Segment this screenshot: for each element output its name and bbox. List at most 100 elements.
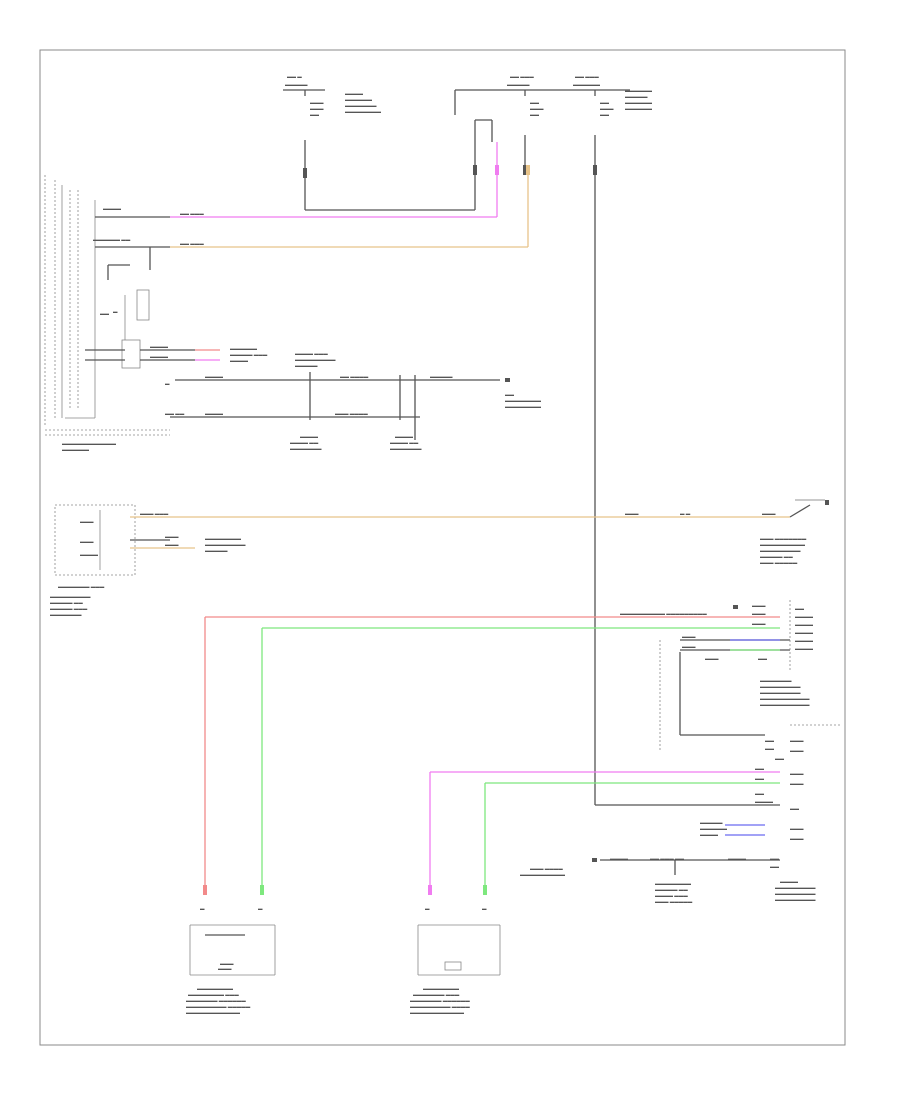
- svg-text:▬▬▬▬: ▬▬▬▬: [728, 856, 747, 861]
- svg-text:▬▬: ▬▬: [310, 112, 320, 117]
- svg-text:▬▬▬▬: ▬▬▬▬: [150, 354, 169, 359]
- svg-text:▬▬▬ ▬▬▬▬▬▬▬: ▬▬▬ ▬▬▬▬▬▬▬: [760, 536, 807, 541]
- svg-text:▬▬▬▬▬▬▬▬ ▬▬▬: ▬▬▬▬▬▬▬▬ ▬▬▬: [188, 992, 239, 997]
- svg-text:▬▬▬▬▬▬▬▬: ▬▬▬▬▬▬▬▬: [505, 398, 542, 403]
- svg-text:▬▬▬▬▬▬▬▬▬▬▬▬: ▬▬▬▬▬▬▬▬▬▬▬▬: [62, 441, 117, 446]
- svg-text:▬▬▬▬▬: ▬▬▬▬▬: [700, 820, 723, 825]
- svg-text:▬▬▬▬: ▬▬▬▬: [795, 646, 814, 651]
- svg-text:▬▬: ▬▬: [758, 656, 768, 661]
- svg-text:▬▬▬▬: ▬▬▬▬: [795, 638, 814, 643]
- svg-text:▬▬▬▬▬ ▬▬▬: ▬▬▬▬▬ ▬▬▬: [230, 352, 268, 357]
- svg-text:▬▬▬▬▬▬▬▬▬▬▬: ▬▬▬▬▬▬▬▬▬▬▬: [760, 696, 810, 701]
- svg-text:▬▬▬▬: ▬▬▬▬: [80, 552, 99, 557]
- svg-text:▬▬ ▬▬: ▬▬ ▬▬: [165, 411, 185, 416]
- svg-text:▬▬▬▬▬▬▬▬▬▬: ▬▬▬▬▬▬▬▬▬▬: [520, 872, 566, 877]
- svg-text:▬▬▬: ▬▬▬: [762, 511, 776, 516]
- svg-text:▬▬▬ ▬▬▬▬▬: ▬▬▬ ▬▬▬▬▬: [760, 560, 798, 565]
- svg-text:▬▬▬▬▬ ▬▬▬: ▬▬▬▬▬ ▬▬▬: [50, 606, 88, 611]
- svg-text:▬▬: ▬▬: [795, 606, 805, 611]
- svg-text:▬▬▬▬: ▬▬▬▬: [300, 434, 319, 439]
- svg-text:▬▬▬▬▬ ▬▬: ▬▬▬▬▬ ▬▬: [50, 600, 83, 605]
- svg-text:▬▬▬: ▬▬▬: [790, 748, 804, 753]
- svg-text:▬▬▬▬▬▬: ▬▬▬▬▬▬: [625, 106, 653, 111]
- svg-text:▬▬▬▬ ▬▬: ▬▬▬▬ ▬▬: [290, 440, 319, 445]
- svg-text:▬▬▬▬▬▬▬▬▬: ▬▬▬▬▬▬▬▬▬: [760, 548, 801, 553]
- svg-text:▬▬▬: ▬▬▬: [752, 603, 766, 608]
- svg-text:▬▬▬: ▬▬▬: [752, 621, 766, 626]
- svg-text:▬▬▬: ▬▬▬: [790, 781, 804, 786]
- svg-text:▬▬▬ ▬▬▬: ▬▬▬ ▬▬▬: [140, 511, 169, 516]
- svg-text:▬▬: ▬▬: [765, 738, 775, 743]
- svg-text:▬▬▬▬▬▬▬▬▬: ▬▬▬▬▬▬▬▬▬: [760, 684, 801, 689]
- svg-text:▬▬▬: ▬▬▬: [790, 738, 804, 743]
- occupant-detection-ecu: ▬▬ ▬▬▬▬ ▬▬▬▬ ▬▬▬▬ ▬▬▬▬ ▬▬▬▬ ▬▬▬▬▬▬▬ ▬▬▬▬…: [659, 600, 840, 750]
- svg-text:▬▬▬▬: ▬▬▬▬: [395, 434, 414, 439]
- svg-text:▬▬ ▬▬▬: ▬▬ ▬▬▬: [180, 241, 204, 246]
- svg-text:▬▬▬▬: ▬▬▬▬: [610, 856, 629, 861]
- svg-text:▬▬▬▬▬: ▬▬▬▬▬: [205, 548, 228, 553]
- svg-text:▬▬▬▬: ▬▬▬▬: [103, 206, 122, 211]
- svg-text:▬▬▬▬▬▬▬: ▬▬▬▬▬▬▬: [760, 678, 792, 683]
- svg-text:▬▬▬▬▬▬▬▬▬: ▬▬▬▬▬▬▬▬▬: [760, 690, 801, 695]
- svg-text:▬▬: ▬▬: [600, 112, 610, 117]
- svg-text:▬▬: ▬▬: [530, 100, 540, 105]
- svg-text:▬▬▬▬▬▬▬▬: ▬▬▬▬▬▬▬▬: [205, 536, 242, 541]
- svg-text:▬▬▬▬▬: ▬▬▬▬▬: [507, 82, 530, 87]
- svg-text:▬▬▬ ▬▬▬▬: ▬▬▬ ▬▬▬▬: [335, 411, 368, 416]
- svg-text:▬: ▬: [165, 381, 170, 386]
- svg-text:▬▬ ▬: ▬▬ ▬: [287, 74, 302, 79]
- buckle-switch-right: ▬ ▬ ▬▬▬ ▬▬▬ ▬▬▬▬▬▬▬▬ ▬▬▬▬▬▬▬▬ ▬▬▬ ▬▬▬▬▬▬…: [186, 906, 276, 1015]
- svg-text:▬▬▬▬▬: ▬▬▬▬▬: [430, 374, 453, 379]
- svg-text:▬▬ ▬▬▬: ▬▬ ▬▬▬: [180, 211, 204, 216]
- svg-text:▬▬▬▬ ▬▬▬: ▬▬▬▬ ▬▬▬: [295, 351, 328, 356]
- svg-text:▬▬▬: ▬▬▬: [790, 826, 804, 831]
- svg-text:▬▬▬▬▬▬: ▬▬▬▬▬▬: [62, 447, 90, 452]
- svg-text:▬▬▬: ▬▬▬: [218, 966, 232, 971]
- svg-text:▬▬: ▬▬: [755, 766, 765, 771]
- svg-text:▬▬▬▬▬▬▬▬: ▬▬▬▬▬▬▬▬: [345, 109, 382, 114]
- svg-text:▬▬▬▬▬▬▬▬: ▬▬▬▬▬▬▬▬: [655, 881, 692, 886]
- svg-text:▬▬: ▬▬: [755, 776, 765, 781]
- svg-text:▬▬▬▬▬: ▬▬▬▬▬: [295, 363, 318, 368]
- svg-text:▬▬▬▬▬▬▬▬▬: ▬▬▬▬▬▬▬▬▬: [775, 897, 816, 902]
- svg-text:▬▬▬▬▬▬: ▬▬▬▬▬▬: [230, 346, 258, 351]
- svg-text:▬▬▬▬: ▬▬▬▬: [205, 411, 224, 416]
- svg-text:▬▬▬: ▬▬▬: [165, 534, 179, 539]
- svg-text:▬▬▬▬: ▬▬▬▬: [230, 358, 249, 363]
- svg-text:▬▬▬: ▬▬▬: [682, 634, 696, 639]
- svg-text:▬▬▬▬▬: ▬▬▬▬▬: [625, 94, 648, 99]
- svg-text:▬▬▬▬: ▬▬▬▬: [700, 832, 719, 837]
- svg-text:▬▬▬: ▬▬▬: [530, 106, 544, 111]
- buckle-switch-left: ▬ ▬ ▬▬▬▬▬▬▬▬ ▬▬▬▬▬▬▬ ▬▬▬ ▬▬▬▬▬▬▬ ▬▬▬▬▬▬ …: [410, 906, 501, 1015]
- svg-text:▬▬▬▬▬▬▬▬▬▬▬▬: ▬▬▬▬▬▬▬▬▬▬▬▬: [410, 1010, 465, 1015]
- svg-text:▬▬▬▬▬▬▬▬: ▬▬▬▬▬▬▬▬: [505, 404, 542, 409]
- fuse-block-middle: ▬▬ ▬▬▬ ▬▬▬▬▬ ▬▬ ▬▬▬ ▬▬▬▬▬▬ ▬▬ ▬▬▬ ▬▬ ▬▬ …: [454, 74, 653, 117]
- svg-text:▬: ▬: [258, 906, 263, 911]
- steering-wheel-assembly: ▬▬▬ ▬▬▬ ▬▬▬▬ ▬▬▬▬▬▬▬ ▬▬▬ ▬▬▬▬▬▬▬▬▬ ▬▬▬▬▬…: [50, 504, 136, 617]
- svg-text:▬▬▬▬▬▬▬: ▬▬▬▬▬▬▬: [290, 446, 322, 451]
- svg-text:▬▬▬▬▬ ▬▬: ▬▬▬▬▬ ▬▬: [655, 887, 688, 892]
- svg-text:▬: ▬: [200, 906, 205, 911]
- combination-meter-assembly: ▬▬▬▬▬▬▬▬▬▬▬▬ ▬▬▬▬▬▬: [44, 175, 170, 452]
- svg-text:▬▬▬: ▬▬▬: [80, 539, 94, 544]
- svg-text:▬▬▬▬▬▬▬▬▬: ▬▬▬▬▬▬▬▬▬: [295, 357, 336, 362]
- svg-text:▬▬▬▬▬▬▬▬: ▬▬▬▬▬▬▬▬: [423, 986, 460, 991]
- svg-text:▬▬▬▬▬▬▬ ▬▬▬▬▬▬: ▬▬▬▬▬▬▬ ▬▬▬▬▬▬: [186, 998, 246, 1003]
- svg-text:▬▬▬: ▬▬▬: [790, 836, 804, 841]
- svg-text:▬▬▬▬: ▬▬▬▬: [755, 799, 774, 804]
- svg-text:▬▬▬▬▬▬: ▬▬▬▬▬▬: [573, 82, 601, 87]
- svg-text:▬▬▬▬: ▬▬▬▬: [345, 91, 364, 96]
- svg-text:▬▬▬▬▬▬▬▬▬: ▬▬▬▬▬▬▬▬▬: [775, 885, 816, 890]
- svg-text:▬▬▬▬▬▬▬▬▬ ▬▬▬▬: ▬▬▬▬▬▬▬▬▬ ▬▬▬▬: [410, 1004, 470, 1009]
- svg-text:▬▬▬▬▬▬: ▬▬▬▬▬▬: [625, 100, 653, 105]
- svg-text:▬▬▬▬▬▬▬ ▬▬▬: ▬▬▬▬▬▬▬ ▬▬▬: [413, 992, 460, 997]
- svg-text:▬▬▬: ▬▬▬: [220, 961, 234, 966]
- svg-text:▬▬▬▬▬▬▬▬▬▬▬: ▬▬▬▬▬▬▬▬▬▬▬: [760, 702, 810, 707]
- svg-text:▬▬▬▬: ▬▬▬▬: [795, 622, 814, 627]
- svg-text:▬▬▬: ▬▬▬: [682, 644, 696, 649]
- svg-text:▬▬▬ ▬▬▬▬▬: ▬▬▬ ▬▬▬▬▬: [655, 899, 693, 904]
- svg-text:▬▬▬: ▬▬▬: [705, 656, 719, 661]
- svg-text:▬▬▬: ▬▬▬: [790, 771, 804, 776]
- svg-text:▬▬▬▬▬▬▬: ▬▬▬▬▬▬▬: [50, 612, 82, 617]
